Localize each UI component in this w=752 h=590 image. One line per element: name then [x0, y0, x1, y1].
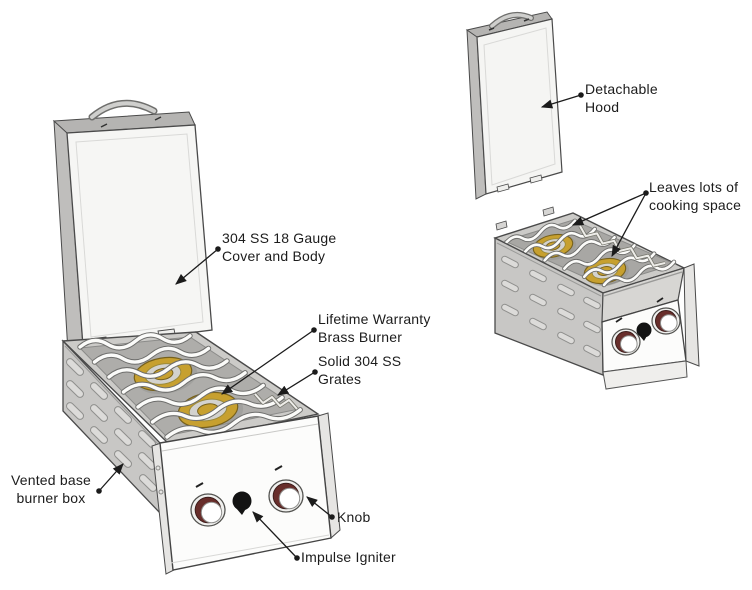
knob-mark — [195, 482, 204, 488]
open-lid — [52, 99, 213, 353]
control-knob-left — [611, 317, 641, 356]
lid-inner-face — [66, 124, 213, 347]
label-brass-burner: Lifetime Warranty Brass Burner — [318, 311, 431, 345]
leader-cover-body — [175, 248, 219, 285]
flange-bolt — [155, 465, 161, 471]
leader-cooking-space-1 — [571, 192, 647, 226]
band-line — [603, 271, 683, 297]
hood-hinge-tab — [529, 174, 543, 184]
front-control-panel — [601, 263, 700, 390]
leader-brass-burner — [221, 329, 315, 395]
panel-bottom-line — [170, 534, 330, 564]
igniter-button — [636, 322, 652, 341]
knob-face — [278, 487, 301, 510]
hood-handle — [490, 13, 533, 28]
vent-slots — [501, 255, 601, 358]
control-knob-left — [190, 482, 226, 527]
knob-mark — [274, 465, 283, 471]
leader-vented-base — [98, 463, 124, 492]
flange-bolt — [158, 489, 164, 495]
igniter-button — [232, 491, 252, 515]
label-cooking-space: Leaves lots of cooking space — [649, 179, 742, 213]
label-hood: Detachable Hood — [585, 81, 658, 115]
knob-face — [200, 501, 223, 524]
label-vented-base: Vented base burner box — [10, 472, 92, 506]
vented-side-panel — [62, 339, 161, 515]
lid-inner-frame-line — [75, 133, 204, 338]
open-unit-illustration — [52, 99, 341, 575]
burner-box — [493, 206, 700, 390]
label-cover-body: 304 SS 18 Gauge Cover and Body — [222, 230, 337, 264]
control-knob-right — [651, 297, 681, 335]
leader-cooking-space-2 — [611, 192, 647, 258]
lid-handle — [90, 101, 156, 119]
control-knob-right — [268, 465, 304, 513]
bottom-lip — [602, 360, 688, 390]
label-igniter: Impulse Igniter — [301, 549, 396, 565]
knob-face — [660, 314, 678, 332]
right-flange — [683, 263, 700, 367]
knob-face — [620, 335, 638, 353]
front-control-panel — [151, 412, 341, 575]
leader-knob — [306, 496, 333, 518]
detached-unit-illustration — [465, 11, 700, 390]
vent-panel — [494, 236, 604, 376]
hinge-tab — [495, 220, 508, 231]
leader-igniter — [252, 511, 298, 559]
knob-mark — [615, 317, 623, 323]
label-knob: Knob — [337, 509, 371, 525]
hood-screws — [488, 18, 530, 31]
igniter-tail — [236, 507, 247, 515]
igniter-dome — [232, 491, 252, 511]
callout-leaders — [96, 92, 649, 561]
knob-mark — [656, 297, 664, 303]
vent-panel-shadow-line — [64, 345, 159, 445]
hood-inner-frame-line — [483, 27, 556, 186]
leader-hood — [540, 94, 582, 109]
lid-screws — [100, 116, 162, 128]
vent-slots — [66, 358, 157, 492]
detached-hood — [465, 11, 563, 200]
vent-panel-shadow-line — [496, 242, 602, 297]
hinge-tab — [542, 206, 555, 217]
panel-lip-line — [161, 423, 319, 452]
label-grates: Solid 304 SS Grates — [318, 353, 402, 387]
leader-grates — [277, 371, 316, 396]
igniter-tail — [639, 334, 648, 341]
hood-hinge-tab — [496, 183, 510, 193]
burner-box-top — [61, 331, 320, 446]
hood-face — [476, 18, 563, 195]
igniter-dome — [636, 322, 652, 338]
